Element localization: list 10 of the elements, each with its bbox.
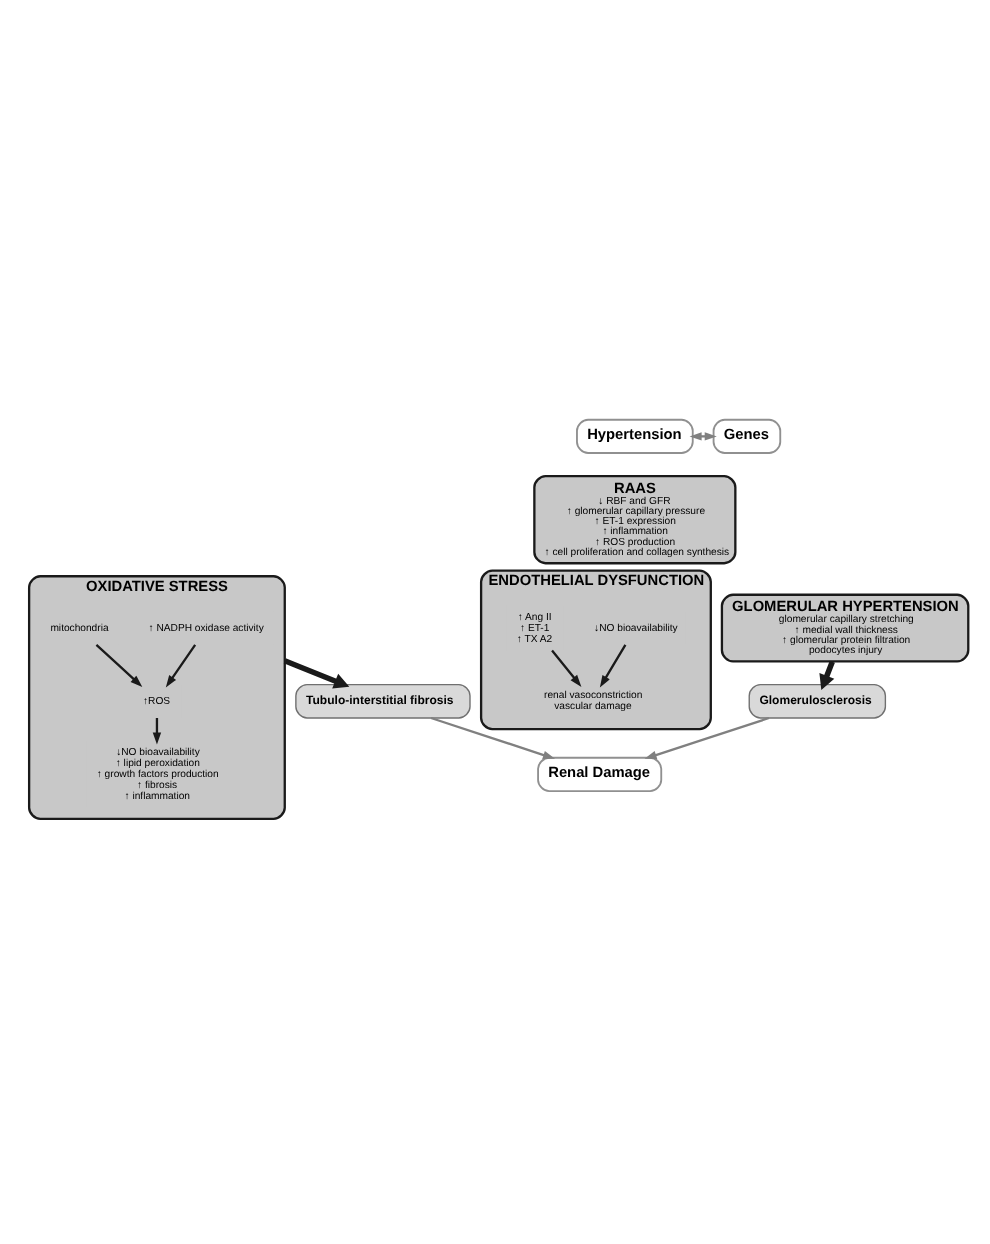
arrow — [95, 643, 143, 686]
arrow — [165, 643, 197, 687]
arrow — [283, 657, 350, 688]
arrow — [551, 648, 582, 686]
node-box: Hypertension — [576, 417, 694, 453]
arrow — [599, 643, 627, 687]
node-box: Renal Damage — [537, 755, 663, 792]
arrow — [430, 715, 556, 759]
arrow — [644, 715, 770, 759]
node-box: Genes — [712, 417, 782, 453]
